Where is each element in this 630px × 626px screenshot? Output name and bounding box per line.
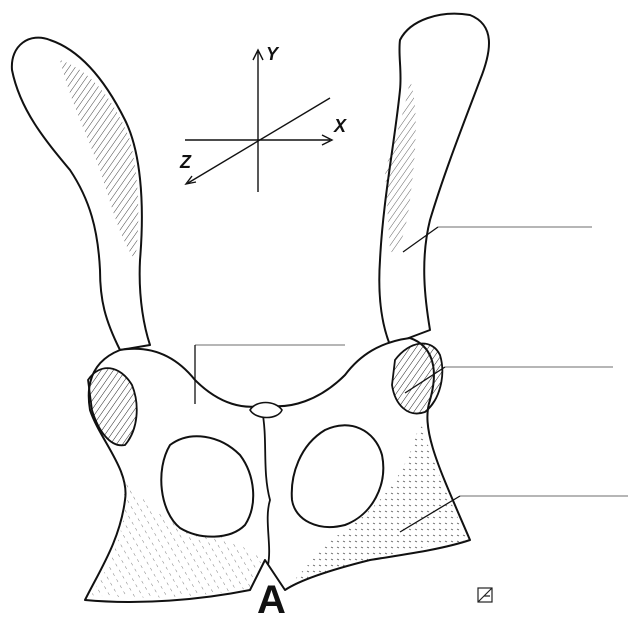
right-acetabulum [392,344,442,414]
coordinate-axes [185,50,332,192]
panel-label: A [257,578,286,623]
y-axis-label: Y [266,44,278,65]
left-acetabulum [88,368,137,445]
pubic-tubercle [250,403,282,418]
z-axis-label: Z [180,152,191,173]
x-axis-label: X [334,116,346,137]
artist-signature-icon [478,588,492,602]
